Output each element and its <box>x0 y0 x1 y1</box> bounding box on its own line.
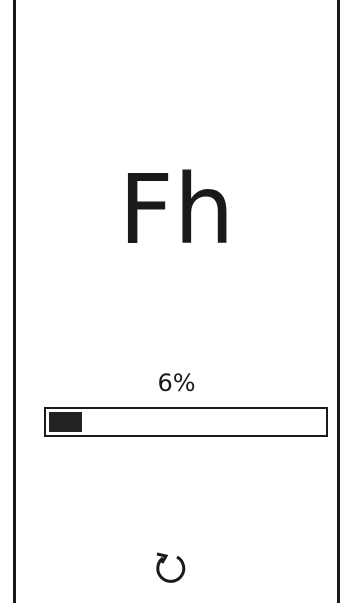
progress-percent-label: 6% <box>157 369 196 397</box>
right-border <box>337 0 340 603</box>
refresh-icon <box>156 552 186 583</box>
main-label: Fh <box>118 154 235 266</box>
refresh-button[interactable] <box>145 544 197 594</box>
progress-bar <box>44 407 328 437</box>
left-border <box>13 0 16 603</box>
progress-bar-fill <box>49 412 82 432</box>
